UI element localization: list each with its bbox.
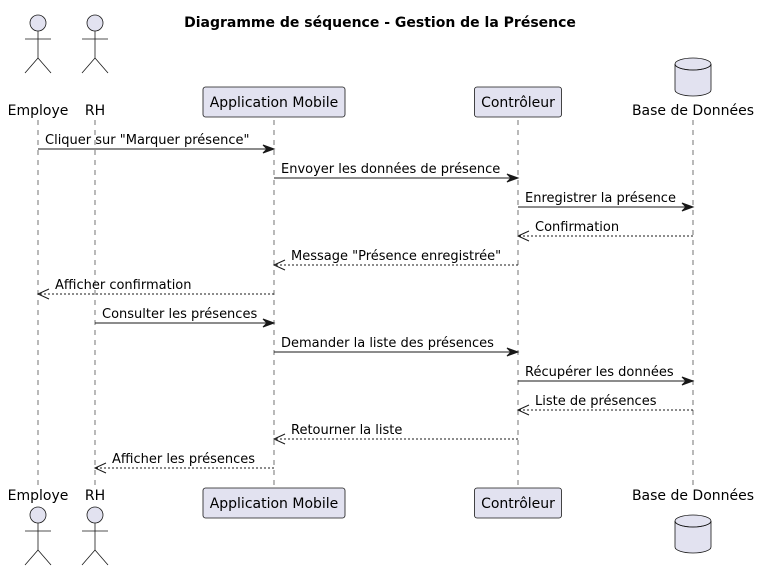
- participant-box: [474, 86, 562, 118]
- actor-icon: [81, 506, 109, 566]
- message-4: Confirmation: [516, 220, 693, 242]
- participant-ctrl-top: Contrôleur: [474, 86, 562, 118]
- participant-box: [202, 487, 346, 519]
- participant-employe-bottom: Employe: [8, 488, 69, 566]
- message-1: Cliquer sur "Marquer présence": [38, 133, 276, 154]
- message-11: Retourner la liste: [272, 423, 518, 445]
- participant-label: Base de Données: [632, 488, 754, 504]
- message-2: Envoyer les données de présence: [274, 162, 520, 183]
- actor-icon: [24, 506, 52, 566]
- arrowhead-icon: [93, 462, 107, 474]
- message-5: Message "Présence enregistrée": [272, 249, 518, 271]
- message-3: Enregistrer la présence: [518, 191, 695, 212]
- participant-label: Application Mobile: [210, 496, 339, 512]
- participant-label: Application Mobile: [210, 95, 339, 111]
- participant-employe-top: Employe: [8, 14, 69, 119]
- participant-label: Contrôleur: [481, 95, 555, 111]
- message-8: Demander la liste des présences: [274, 336, 520, 357]
- message-10: Liste de présences: [516, 394, 693, 416]
- message-label: Récupérer les données: [525, 365, 674, 380]
- participant-label: Contrôleur: [481, 496, 555, 512]
- participant-box: [202, 86, 346, 118]
- message-label: Cliquer sur "Marquer présence": [45, 133, 249, 148]
- message-label: Envoyer les données de présence: [281, 162, 500, 177]
- message-7: Consulter les présences: [95, 307, 276, 328]
- actor-icon: [81, 14, 109, 74]
- message-label: Confirmation: [535, 220, 619, 235]
- arrowhead-icon: [681, 376, 695, 386]
- message-label: Enregistrer la présence: [525, 191, 676, 206]
- arrowhead-icon: [681, 202, 695, 212]
- database-icon: [674, 514, 712, 554]
- participant-box: [474, 487, 562, 519]
- database-icon: [674, 57, 712, 97]
- participant-rh-bottom: RH: [81, 488, 109, 566]
- message-12: Afficher les présences: [93, 452, 274, 474]
- message-9: Récupérer les données: [518, 365, 695, 386]
- message-label: Afficher les présences: [112, 452, 255, 467]
- message-label: Consulter les présences: [102, 307, 257, 322]
- arrowhead-icon: [262, 144, 276, 154]
- message-label: Demander la liste des présences: [281, 336, 494, 351]
- participant-label: Employe: [8, 103, 69, 119]
- message-label: Afficher confirmation: [55, 278, 192, 293]
- arrowhead-icon: [272, 433, 286, 445]
- message-label: Message "Présence enregistrée": [291, 249, 501, 264]
- participant-app-top: Application Mobile: [202, 86, 346, 118]
- participant-rh-top: RH: [81, 14, 109, 119]
- message-6: Afficher confirmation: [36, 278, 274, 300]
- participant-label: RH: [85, 103, 105, 119]
- arrowhead-icon: [516, 404, 530, 416]
- participant-db-top: Base de Données: [632, 57, 754, 119]
- actor-icon: [24, 14, 52, 74]
- message-label: Liste de présences: [535, 394, 657, 409]
- arrowhead-icon: [516, 230, 530, 242]
- arrowhead-icon: [506, 173, 520, 183]
- participant-app-bottom: Application Mobile: [202, 487, 346, 519]
- participant-label: Employe: [8, 488, 69, 504]
- participant-label: Base de Données: [632, 103, 754, 119]
- participant-db-bottom: Base de Données: [632, 488, 754, 554]
- message-label: Retourner la liste: [291, 423, 402, 438]
- lifelines: [37, 120, 694, 485]
- participant-ctrl-bottom: Contrôleur: [474, 487, 562, 519]
- arrowhead-icon: [506, 347, 520, 357]
- arrowhead-icon: [272, 259, 286, 271]
- arrowhead-icon: [36, 288, 50, 300]
- arrowhead-icon: [262, 318, 276, 328]
- diagram-title: Diagramme de séquence - Gestion de la Pr…: [184, 15, 576, 31]
- messages: Cliquer sur "Marquer présence" Envoyer le…: [36, 133, 695, 474]
- participant-label: RH: [85, 488, 105, 504]
